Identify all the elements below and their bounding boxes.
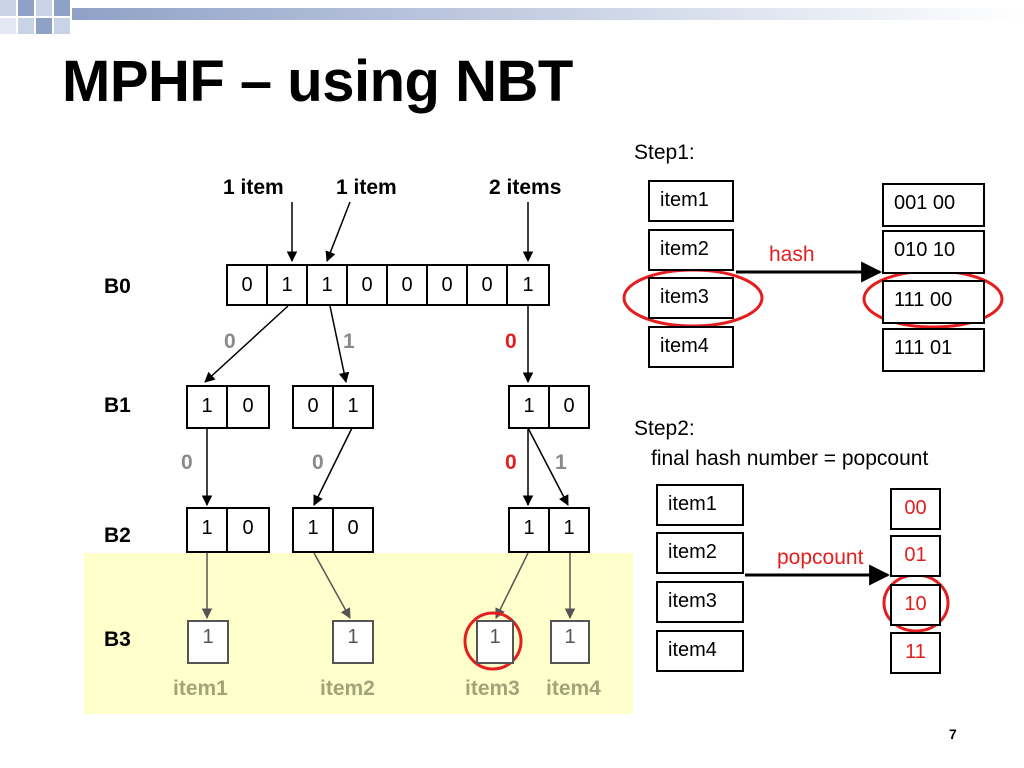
b1-bit: 1 bbox=[186, 385, 228, 429]
leaf-item-label: item1 bbox=[173, 677, 228, 700]
b0-bit: 0 bbox=[346, 264, 388, 306]
level-label-b2: B2 bbox=[104, 524, 131, 547]
b0-bit: 1 bbox=[506, 264, 550, 306]
top-label-3: 2 items bbox=[489, 176, 562, 199]
b0-branch-label: 0 bbox=[505, 330, 517, 353]
level-label-b0: B0 bbox=[104, 275, 131, 298]
step2-item-box: item1 bbox=[656, 484, 744, 526]
b3-leaf: 1 bbox=[476, 620, 514, 664]
top-label-1: 1 item bbox=[223, 176, 284, 199]
b1-bit: 0 bbox=[226, 385, 270, 429]
step1-item-box: item1 bbox=[648, 180, 734, 222]
level-label-b1: B1 bbox=[104, 394, 131, 417]
step2-result-box: 10 bbox=[890, 584, 941, 626]
step1-item-box: item4 bbox=[648, 326, 734, 368]
level-label-b3: B3 bbox=[104, 628, 131, 651]
b3-leaf: 1 bbox=[550, 620, 590, 664]
b1-branch-label: 0 bbox=[181, 451, 193, 474]
b1-bit: 1 bbox=[332, 385, 374, 429]
b2-bit: 1 bbox=[186, 507, 228, 553]
b0-bit: 0 bbox=[386, 264, 428, 306]
step1-item-box: item2 bbox=[648, 229, 734, 271]
slide-title: MPHF – using NBT bbox=[62, 49, 573, 114]
b2-bit: 0 bbox=[226, 507, 270, 553]
b3-leaf: 1 bbox=[332, 620, 374, 664]
b0-branch-label: 1 bbox=[343, 330, 355, 353]
b3-leaf: 1 bbox=[187, 620, 229, 664]
b0-branch-label: 0 bbox=[224, 330, 236, 353]
step1-hash-box: 001 00 bbox=[882, 183, 985, 227]
popcount-arrow-label: popcount bbox=[777, 546, 864, 569]
step1-heading: Step1: bbox=[634, 141, 695, 164]
b0-bit: 1 bbox=[266, 264, 308, 306]
step1-hash-box: 111 00 bbox=[882, 280, 985, 324]
page-number: 7 bbox=[949, 726, 957, 742]
step2-item-box: item2 bbox=[656, 532, 744, 574]
step2-result-box: 01 bbox=[890, 535, 941, 577]
b2-bit: 1 bbox=[508, 507, 550, 553]
step1-hash-box: 010 10 bbox=[882, 230, 985, 274]
hash-arrow-label: hash bbox=[769, 243, 815, 266]
b1-branch-label: 0 bbox=[312, 451, 324, 474]
step2-heading: Step2: bbox=[634, 417, 695, 440]
b1-branch-label: 1 bbox=[555, 451, 567, 474]
b2-bit: 1 bbox=[292, 507, 334, 553]
step2-result-box: 11 bbox=[890, 632, 941, 674]
b0-bit: 0 bbox=[426, 264, 468, 306]
b1-bit: 0 bbox=[548, 385, 590, 429]
b0-bit: 1 bbox=[306, 264, 348, 306]
leaf-item-label: item2 bbox=[320, 677, 375, 700]
step1-item-box: item3 bbox=[648, 277, 734, 319]
top-label-2: 1 item bbox=[336, 176, 397, 199]
slide-decoration bbox=[0, 0, 1024, 48]
b0-bit: 0 bbox=[466, 264, 508, 306]
b1-bit: 1 bbox=[508, 385, 550, 429]
step2-item-box: item4 bbox=[656, 630, 744, 672]
step2-item-box: item3 bbox=[656, 581, 744, 623]
leaf-item-label: item4 bbox=[546, 677, 601, 700]
b2-bit: 1 bbox=[548, 507, 590, 553]
step2-subheading: final hash number = popcount bbox=[651, 447, 929, 470]
step1-hash-box: 111 01 bbox=[882, 328, 985, 372]
step2-result-box: 00 bbox=[890, 488, 941, 530]
b1-bit: 0 bbox=[292, 385, 334, 429]
leaf-item-label: item3 bbox=[465, 677, 520, 700]
b2-bit: 0 bbox=[332, 507, 374, 553]
b0-bit: 0 bbox=[226, 264, 268, 306]
b1-branch-label: 0 bbox=[505, 451, 517, 474]
